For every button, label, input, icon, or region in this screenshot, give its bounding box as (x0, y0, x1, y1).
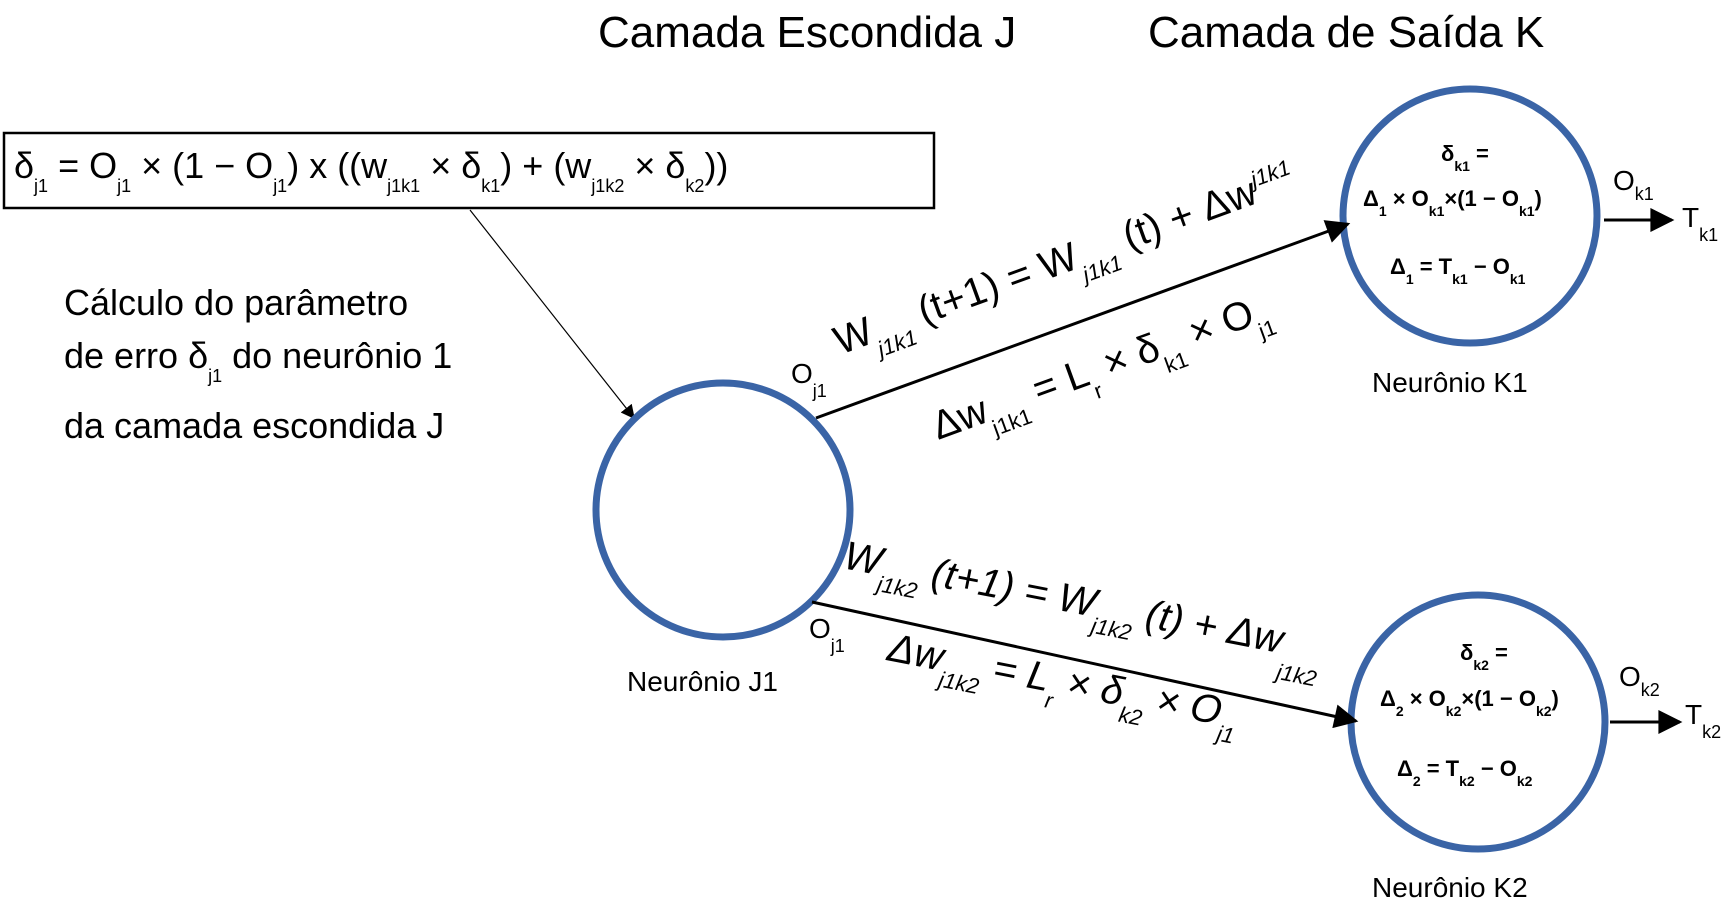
neuron-k1-error: Δ1 = Tk1 − Ok1 (1390, 254, 1526, 287)
output-tk2: Tk2 (1685, 699, 1721, 742)
description-line-2: de erro δj1 do neurônio 1 (64, 335, 452, 386)
j1-output-bottom: Oj1 (809, 613, 845, 656)
edge-j1-k2 (811, 600, 1359, 729)
neuron-k2-label: Neurônio K2 (1372, 872, 1528, 899)
neuron-k2-circle (1347, 591, 1609, 853)
neuron-k1-formula: Δ1 × Ok1×(1 − Ok1) (1363, 186, 1542, 219)
output-ok2: Ok2 (1619, 661, 1660, 700)
neuron-j1-label: Neurônio J1 (627, 666, 778, 697)
description-line-3: da camada escondida J (64, 405, 444, 446)
neuron-k1-label: Neurônio K1 (1372, 367, 1528, 398)
output-ok1: Ok1 (1613, 165, 1654, 204)
neuron-k1-delta: δk1 = (1441, 141, 1489, 174)
edge-j1-k1 (815, 220, 1351, 420)
svg-text:Δwj1k2 = Lr × δk2 × Oj1: Δwj1k2 = Lr × δk2 × Oj1 (881, 625, 1242, 748)
formula-pointer-arrow (469, 209, 635, 420)
output-tk1: Tk1 (1682, 202, 1718, 245)
neuron-k2-delta: δk2 = (1460, 640, 1508, 673)
neuron-k1-circle (1339, 85, 1601, 347)
output-layer-title: Camada de Saída K (1148, 8, 1544, 57)
neuron-k2-error: Δ2 = Tk2 − Ok2 (1397, 756, 1533, 789)
svg-text:Δwj1k1 = Lr × δk1 × Oj1: Δwj1k1 = Lr × δk1 × Oj1 (926, 285, 1280, 459)
neuron-k2-formula: Δ2 × Ok2×(1 − Ok2) (1380, 686, 1559, 719)
description-line-1: Cálculo do parâmetro (64, 282, 408, 323)
j1-output-top: Oj1 (791, 358, 827, 401)
edge-bottom-delta-w: Δwj1k2 = Lr × δk2 × Oj1 (881, 625, 1242, 748)
hidden-layer-title: Camada Escondida J (598, 8, 1016, 57)
edge-top-delta-w: Δwj1k1 = Lr × δk1 × Oj1 (926, 285, 1280, 459)
neuron-j1-circle (592, 379, 854, 641)
formula-box (2, 131, 936, 210)
formula-delta-j1: δj1 = Oj1 × (1 − Oj1) x ((wj1k1 × δk1) +… (14, 145, 728, 196)
